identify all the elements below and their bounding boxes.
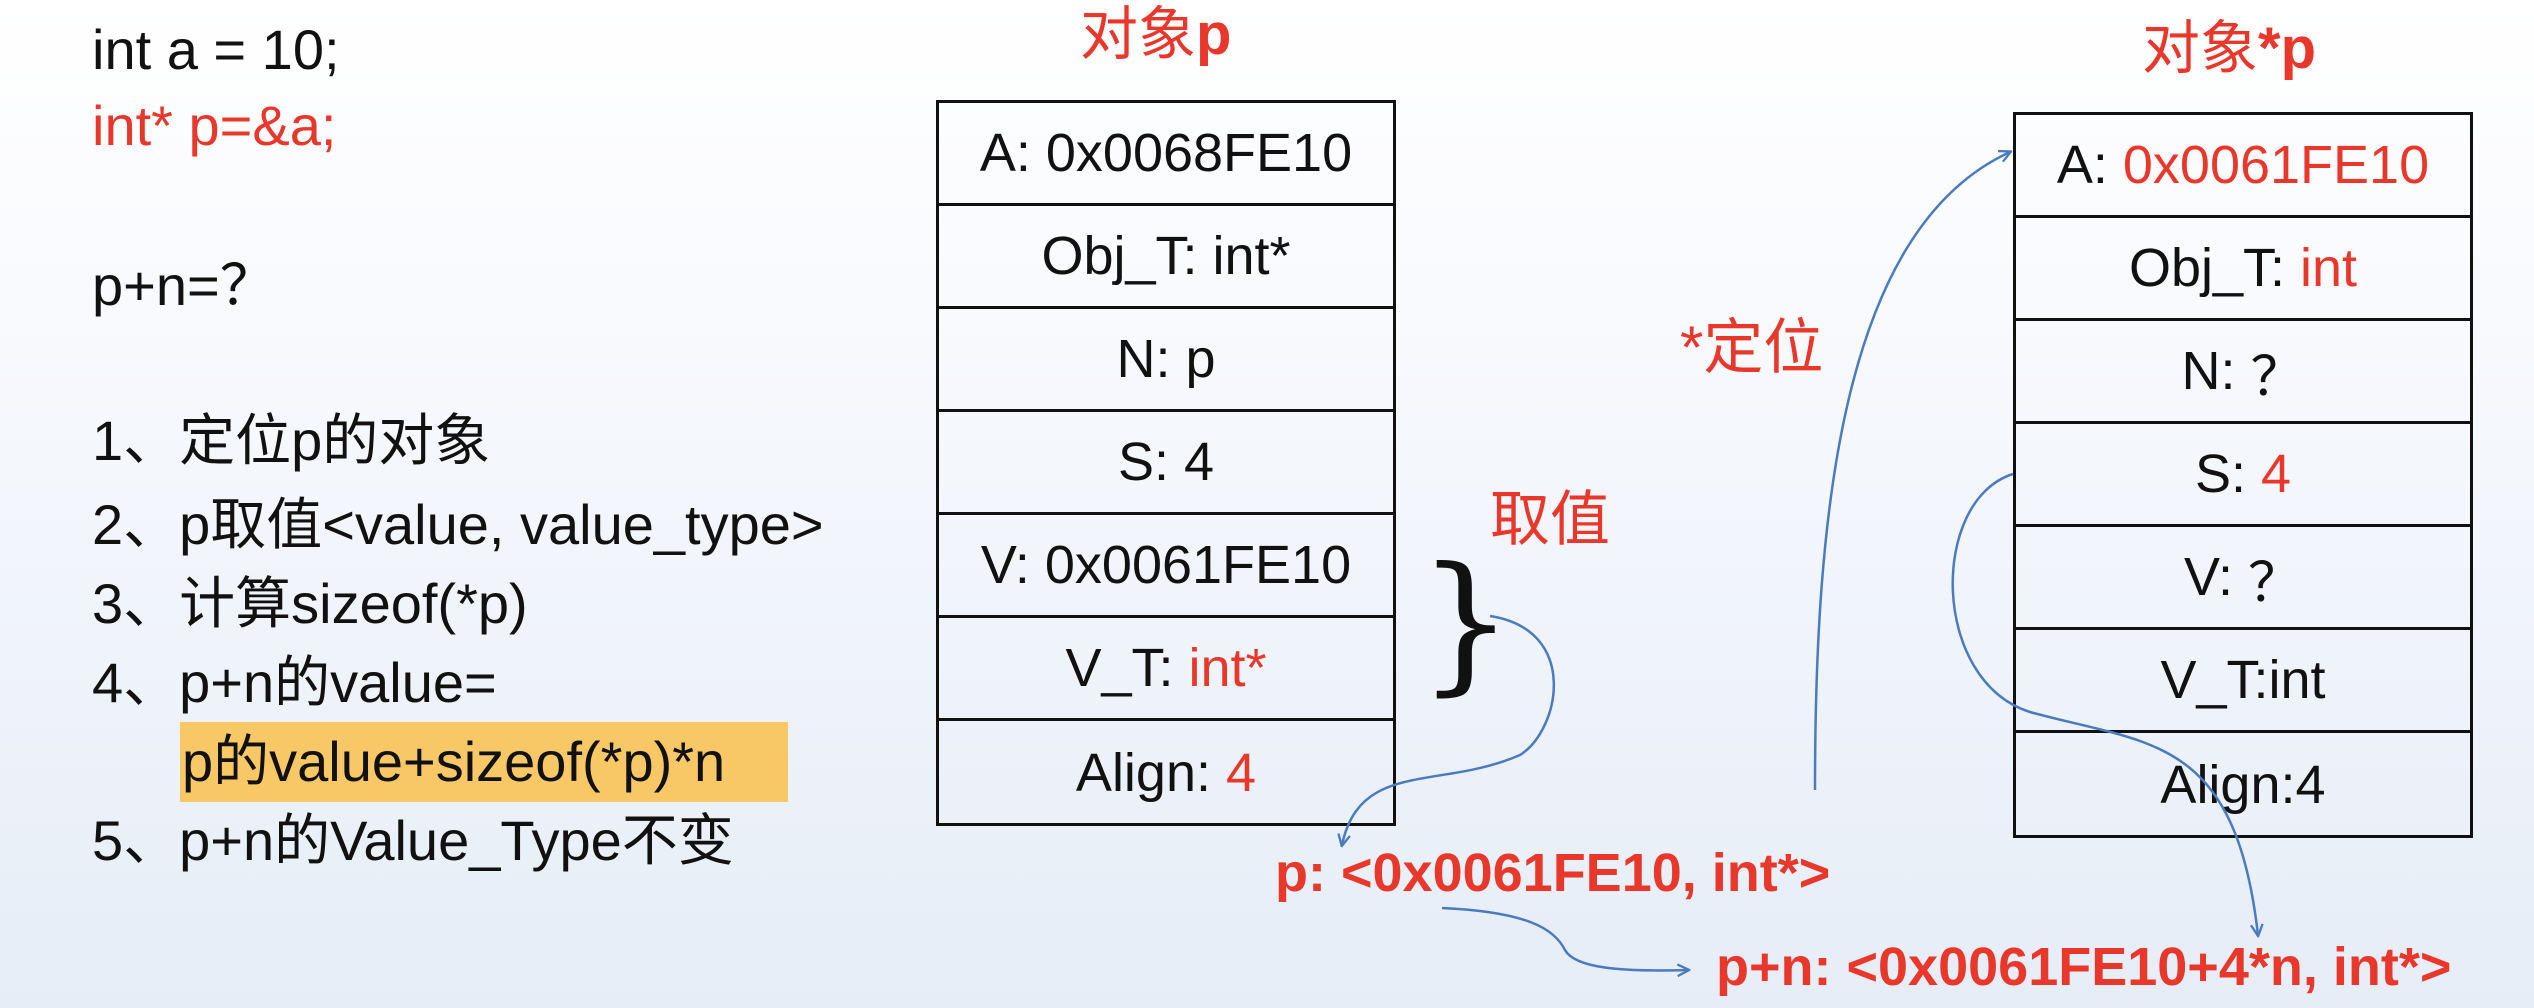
arrow-p-value-to-pn <box>1441 906 1688 970</box>
object-p-row-label: N: <box>1116 329 1186 389</box>
object-star-p-row-label: V: <box>2183 547 2249 607</box>
object-p-row-value: int* <box>1212 226 1291 286</box>
code-line-declare-a: int a = 10; <box>92 18 340 81</box>
object-p-row-label: S: <box>1117 432 1184 492</box>
object-star-p-row-value: 0x0061FE10 <box>2122 135 2430 195</box>
object-p-row-value: 0x0068FE10 <box>1045 123 1353 183</box>
arrow-brace-to-p-value <box>1342 614 1555 845</box>
object-star-p-row-label: A: <box>2056 135 2123 195</box>
object-p-row: Obj_T: int* <box>939 206 1393 309</box>
object-p-row: S: 4 <box>939 412 1393 515</box>
object-star-p-row: Obj_T: int <box>2016 218 2470 321</box>
object-p-row-value: p <box>1185 329 1216 389</box>
object-star-p-title: 对象*p <box>2142 16 2317 81</box>
object-star-p-row-label: N: <box>2181 341 2251 401</box>
step-4-highlight <box>180 722 788 802</box>
object-p-row: V: 0x0061FE10 <box>939 515 1393 618</box>
object-star-p-row-value: int <box>2300 238 2358 298</box>
object-p-row: V_T: int* <box>939 618 1393 721</box>
p-value-tuple: p: <0x0061FE10, int*> <box>1275 843 1831 903</box>
deref-locate-label: *定位 <box>1680 314 1824 381</box>
object-p-row-label: A: <box>979 123 1046 183</box>
object-star-p-row-label: Align: <box>2160 754 2296 815</box>
object-star-p-row-value: ？ <box>2248 552 2303 613</box>
code-line-question: p+n=？ <box>92 254 276 317</box>
arrow-size-to-pn <box>1951 472 2258 935</box>
value-brace: } <box>1418 536 1514 710</box>
object-star-p-row-label: S: <box>2194 444 2261 504</box>
pn-value-tuple: p+n: <0x0061FE10+4*n, int*> <box>1716 937 2452 997</box>
fetch-value-label: 取值 <box>1490 486 1610 553</box>
object-star-p-row: V_T:int <box>2016 630 2470 733</box>
object-p-row: A: 0x0068FE10 <box>939 103 1393 206</box>
object-star-p-row-label: Obj_T: <box>2128 238 2301 298</box>
object-star-p-row-value: 4 <box>2295 754 2326 815</box>
step-2: 2、p取值<value, value_type> <box>92 493 824 556</box>
object-star-p-row: A: 0x0061FE10 <box>2016 115 2470 218</box>
step-1: 1、定位p的对象 <box>92 409 491 472</box>
object-p-row: N: p <box>939 309 1393 412</box>
arrow-deref-to-object <box>1813 152 2010 791</box>
code-line-declare-p: int* p=&a; <box>92 94 337 157</box>
object-star-p-row: V: ？ <box>2016 527 2470 630</box>
object-star-p-row-value: 4 <box>2260 444 2292 504</box>
object-p-row-label: V_T: <box>1065 638 1189 698</box>
object-star-p-row-label: V_T: <box>2160 650 2269 710</box>
object-star-p-row: Align:4 <box>2016 733 2470 836</box>
object-p-row-value: int* <box>1188 638 1267 698</box>
object-p-row-value: 4 <box>1226 742 1257 803</box>
object-star-p-row: N: ？ <box>2016 321 2470 424</box>
object-p-row-label: Obj_T: <box>1041 226 1213 286</box>
object-star-p-row: S: 4 <box>2016 424 2470 527</box>
step-3: 3、计算sizeof(*p) <box>92 572 528 635</box>
step-5: 5、p+n的Value_Type不变 <box>92 809 734 872</box>
object-p-row: Align: 4 <box>939 721 1393 824</box>
object-p-row-value: 4 <box>1183 432 1215 492</box>
object-star-p-row-value: ？ <box>2250 346 2305 407</box>
object-p-row-label: V: <box>980 535 1045 595</box>
object-p-title: 对象p <box>1080 2 1232 67</box>
object-p-row-label: Align: <box>1075 742 1227 803</box>
object-p-row-value: 0x0061FE10 <box>1044 535 1352 595</box>
step-4-formula: p的value+sizeof(*p)*n <box>182 730 726 793</box>
step-4: 4、p+n的value= <box>92 651 497 714</box>
object-star-p-row-value: int <box>2268 650 2326 710</box>
